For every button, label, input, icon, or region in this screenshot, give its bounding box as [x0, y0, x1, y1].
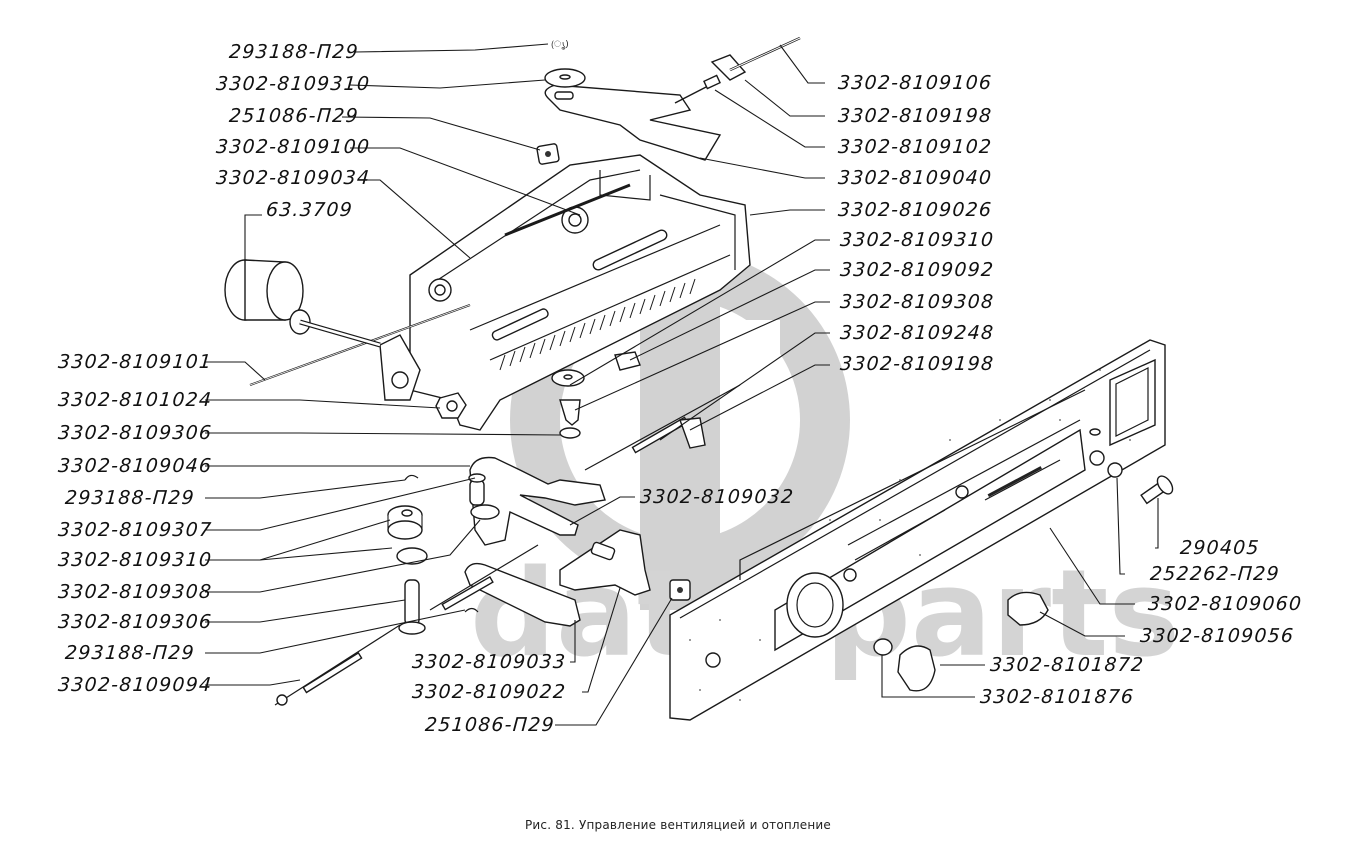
- lever-8109033: [464, 562, 581, 627]
- part-label: 3302-8109198: [837, 105, 994, 127]
- part-label: 3302-8109026: [837, 199, 994, 221]
- bushing-8101876: [873, 638, 893, 656]
- part-label: 3302-8109102: [837, 136, 994, 158]
- part-label: 3302-8109094: [57, 674, 214, 696]
- part-label: 3302-8109308: [839, 291, 996, 313]
- part-label: 293188-П29: [64, 642, 196, 664]
- spring-rod: [584, 384, 741, 471]
- part-label: 63.3709: [265, 199, 354, 221]
- part-label: 293188-П29: [228, 41, 360, 63]
- knob-8101872: [897, 645, 936, 692]
- part-label: 3302-8109248: [839, 322, 996, 344]
- upper-lever: [544, 36, 801, 161]
- part-label: 3302-8101024: [57, 389, 214, 411]
- part-label: 3302-8109310: [57, 549, 214, 571]
- lever-8109046: [468, 456, 606, 546]
- part-label: 3302-8109106: [837, 72, 994, 94]
- part-label: 3302-8109033: [411, 651, 568, 673]
- figure-caption: Рис. 81. Управление вентиляцией и отопле…: [524, 818, 831, 832]
- lever-8109022: [559, 529, 651, 596]
- part-label: 293188-П29: [64, 487, 196, 509]
- part-label: 3302-8109046: [57, 455, 214, 477]
- lock-washer: [1107, 462, 1123, 478]
- part-label: 3302-8101872: [989, 654, 1146, 676]
- part-label: 3302-8109101: [57, 351, 214, 373]
- part-label: 290405: [1179, 537, 1261, 559]
- motor-63-3709: [224, 259, 381, 348]
- clip-top: (ൃ): [551, 40, 569, 50]
- part-label: 3302-8109308: [57, 581, 214, 603]
- screw-290405: [1140, 475, 1174, 505]
- pin-mid: [559, 399, 581, 426]
- part-label: 3302-8109034: [215, 167, 372, 189]
- part-label: 251086-П29: [228, 105, 360, 127]
- part-label: 252262-П29: [1149, 563, 1281, 585]
- part-label: 3302-8109307: [57, 519, 214, 541]
- leader-lines: [205, 43, 1159, 726]
- knob-8109056: [1007, 591, 1049, 626]
- part-label: 3302-8109198: [839, 353, 996, 375]
- part-label: 3302-8109100: [215, 136, 372, 158]
- part-label: 3302-8109092: [839, 259, 996, 281]
- control-housing: [249, 154, 751, 431]
- lower-left-parts: [274, 474, 479, 706]
- part-label: 3302-8109040: [837, 167, 994, 189]
- part-label: 3302-8109022: [411, 681, 568, 703]
- part-label: 251086-П29: [424, 714, 556, 736]
- part-label: 3302-8109310: [839, 229, 996, 251]
- part-label: 3302-8109306: [57, 422, 214, 444]
- front-panel: [669, 339, 1166, 721]
- part-label: 3302-8109056: [1139, 625, 1296, 647]
- clip-mid: [614, 351, 641, 371]
- part-label: 3302-8109306: [57, 611, 214, 633]
- part-label: 3302-8109032: [639, 486, 796, 508]
- part-label: 3302-8109310: [215, 73, 372, 95]
- part-label: 3302-8109060: [1147, 593, 1304, 615]
- part-label: 3302-8101876: [979, 686, 1136, 708]
